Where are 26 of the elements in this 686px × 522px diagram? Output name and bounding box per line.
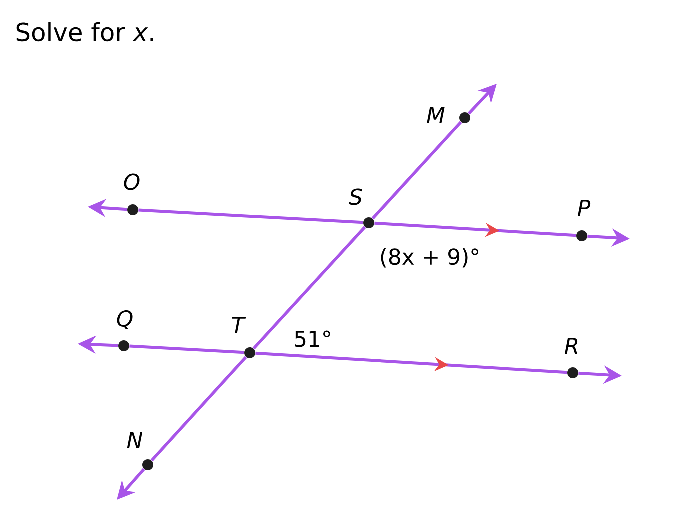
point: M (427, 107, 470, 124)
question-text: Solve for x. (16, 22, 154, 42)
node-label: T (232, 317, 246, 333)
node-label: M (427, 107, 445, 123)
node-label: P (578, 200, 591, 216)
node-label: S (349, 188, 362, 206)
node-label: N (127, 432, 143, 448)
line (138, 208, 364, 224)
node-label: R (564, 338, 578, 354)
point: Q (117, 310, 133, 352)
line (374, 222, 576, 238)
angle-label: (8x + 9)° (381, 248, 478, 268)
line (372, 121, 462, 220)
line (252, 226, 366, 350)
point: S (349, 188, 374, 228)
node-label: Q (117, 310, 133, 330)
node-label: O (124, 174, 140, 190)
angle-label: 51° (295, 330, 330, 348)
line (130, 344, 244, 354)
point: O (124, 174, 140, 216)
line (150, 356, 248, 462)
point: N (127, 432, 154, 470)
point: T (232, 317, 256, 358)
line (256, 352, 568, 374)
point: P (576, 200, 591, 242)
point: R (564, 338, 578, 378)
